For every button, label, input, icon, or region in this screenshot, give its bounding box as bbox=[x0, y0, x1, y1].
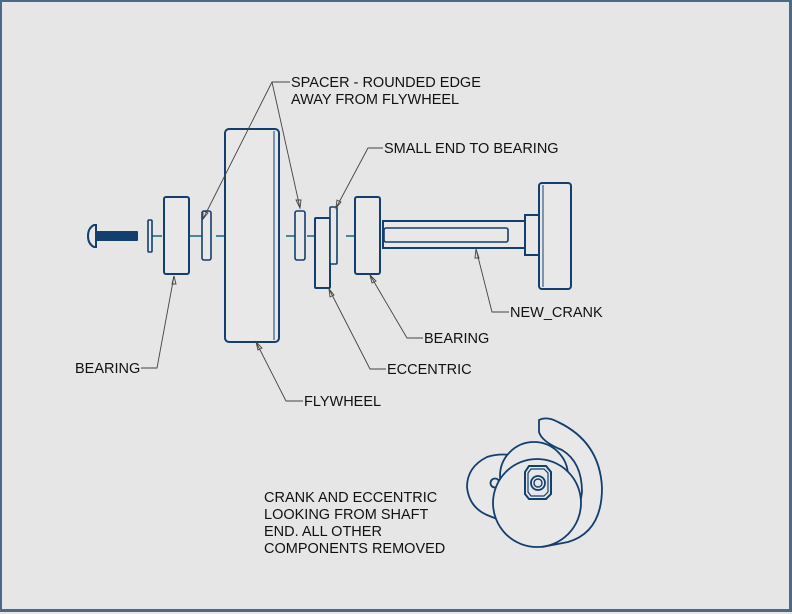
bolt bbox=[86, 224, 138, 248]
callout-eccentric: ECCENTRIC bbox=[387, 362, 472, 378]
end-view-note: CRANK AND ECCENTRIC LOOKING FROM SHAFT E… bbox=[264, 490, 445, 557]
spacer-left bbox=[201, 210, 212, 261]
crank-disk bbox=[492, 458, 582, 548]
callout-bearing-right: BEARING bbox=[424, 331, 489, 347]
note-line-4: COMPONENTS REMOVED bbox=[264, 541, 445, 557]
leader-bearing-left bbox=[141, 275, 177, 369]
eccentric bbox=[314, 206, 338, 289]
leader-flywheel bbox=[255, 340, 303, 402]
note-line-1: CRANK AND ECCENTRIC bbox=[264, 490, 437, 506]
crank-cam-outline bbox=[538, 417, 603, 548]
bearing-left bbox=[163, 196, 190, 275]
leader-new-crank bbox=[474, 248, 509, 313]
leader-spacer bbox=[202, 81, 302, 221]
flywheel bbox=[224, 128, 280, 343]
washer bbox=[147, 219, 153, 253]
spacer-right bbox=[294, 210, 306, 261]
leader-bearing-right bbox=[369, 273, 423, 339]
new-crank bbox=[382, 182, 572, 290]
note-line-2: LOOKING FROM SHAFT bbox=[264, 507, 428, 523]
callout-spacer-line2: AWAY FROM FLYWHEEL bbox=[291, 92, 459, 108]
note-line-3: END. ALL OTHER bbox=[264, 524, 382, 540]
callout-bearing-left: BEARING bbox=[75, 361, 140, 377]
callout-spacer-line1: SPACER - ROUNDED EDGE bbox=[291, 75, 481, 91]
nut-icon bbox=[524, 465, 552, 500]
end-view bbox=[466, 417, 603, 548]
callout-new-crank: NEW_CRANK bbox=[510, 305, 603, 321]
callout-flywheel: FLYWHEEL bbox=[304, 394, 381, 410]
leader-small-end bbox=[335, 147, 383, 210]
callout-small-end: SMALL END TO BEARING bbox=[384, 141, 559, 157]
leader-eccentric bbox=[328, 287, 386, 370]
bearing-right bbox=[354, 196, 381, 275]
